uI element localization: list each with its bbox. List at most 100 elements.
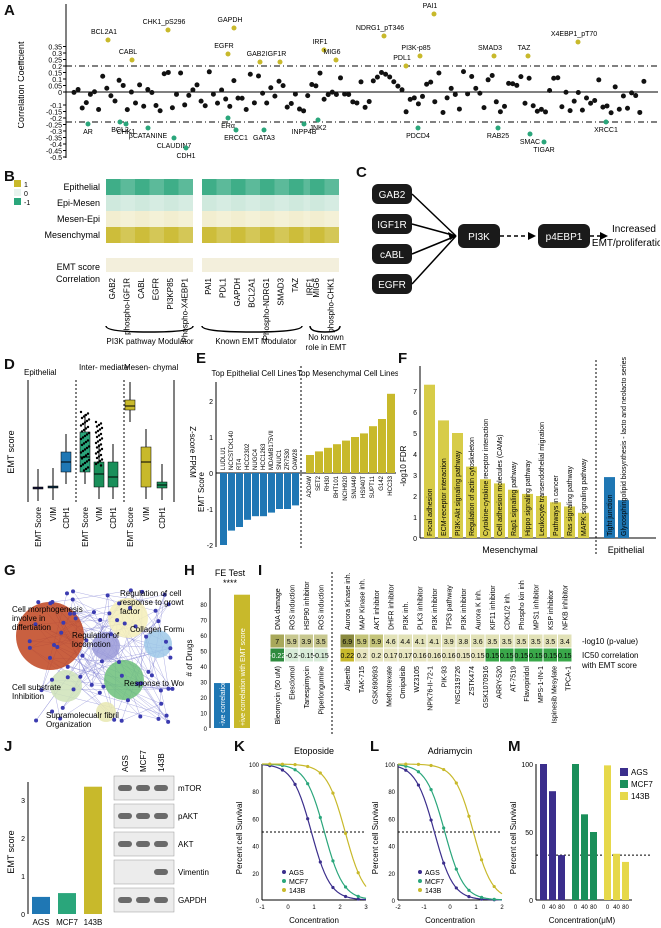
a-point [231, 78, 237, 84]
f-label-mesenchymal: Cell adhesion molecules (CAMs) [497, 434, 504, 536]
i-pval: 3.9 [444, 639, 454, 646]
m-xtick: 80 [558, 905, 565, 911]
a-neg-point [183, 145, 189, 151]
a-point [428, 79, 434, 85]
a-point [551, 75, 557, 81]
g-cluster-label: Cell morphogenesis [12, 605, 83, 614]
a-point [366, 99, 372, 105]
a-point [206, 69, 212, 75]
g-cluster-label: response to growth [120, 598, 184, 607]
b-cell [135, 211, 150, 227]
g-cluster-label: Supramolecualr fibril [46, 711, 119, 720]
a-pos-label: TAZ [518, 45, 531, 52]
i-target: MPS1 inhibitor [534, 584, 541, 630]
i-drug: Bleomycin (50 uM) [275, 666, 282, 724]
b-cell [274, 227, 289, 243]
a-point [71, 89, 77, 95]
c-input-label: EGFR [378, 280, 406, 291]
a-ytick: 0.2 [52, 64, 62, 71]
i-drug: Flavopiridol [524, 666, 531, 702]
f-bar-mesenchymal [452, 433, 463, 538]
curve-line [397, 763, 503, 895]
curve-line [397, 764, 503, 901]
b-cell [310, 211, 325, 227]
panel-label-c: C [356, 164, 367, 181]
curve-point [429, 763, 433, 768]
b-col-label: MIG6 [312, 277, 321, 297]
curve-ytick: 20 [388, 872, 395, 878]
e-bar-mesenchymal [333, 444, 341, 473]
a-point [83, 100, 89, 106]
g-cluster [96, 702, 116, 722]
d-xlabel: EMT Score [34, 506, 43, 546]
a-point [100, 73, 106, 79]
a-point [235, 95, 241, 101]
b-cell [324, 227, 339, 243]
curve-point [318, 771, 322, 775]
curve-point [416, 770, 421, 774]
i-pval: 4.1 [415, 639, 425, 646]
i-pval: 3.5 [487, 639, 497, 646]
a-pos-label: IGF1R [266, 51, 287, 58]
a-point [137, 82, 143, 88]
i-corr: 0.15 [543, 653, 557, 660]
h-bar-label: -ive correlation with EMT score [220, 630, 227, 726]
curve-point [306, 817, 310, 821]
i-corr-cell [557, 647, 573, 663]
a-ylabel: Correlation Coeffcient [18, 41, 26, 128]
curve-point [479, 858, 484, 862]
a-neg-label: βCATANINE [129, 133, 168, 140]
b-cell [216, 195, 231, 211]
m-ytick: 50 [525, 830, 533, 837]
i-drug: ZSTK474 [469, 666, 476, 696]
a-point [182, 102, 188, 108]
b-cell [245, 195, 260, 211]
a-point [370, 78, 376, 84]
a-point [579, 107, 585, 113]
i-corr: 0.15 [529, 653, 543, 660]
g-cluster-label: Response to Wounding [124, 679, 184, 688]
i-target: ROS induction [290, 585, 297, 630]
m-xtick: 80 [622, 905, 629, 911]
d-box [107, 461, 119, 488]
a-point [629, 90, 635, 96]
a-pos-point [381, 33, 387, 39]
f-label-mesenchymal: Cytokine-cytokine receptor interaction [483, 419, 490, 536]
a-point [608, 110, 614, 116]
i-corr: 0.15 [500, 653, 514, 660]
curve-line [261, 764, 367, 901]
curve-point [306, 782, 310, 786]
m-xtick: 0 [542, 905, 546, 911]
a-point [489, 73, 495, 79]
i-row-label-corr-2: with EMT score [581, 661, 638, 670]
a-point [465, 91, 471, 97]
a-point [309, 81, 315, 87]
curve-legend: 143B [289, 888, 306, 895]
d-xlabel: VIM [142, 507, 151, 522]
f-ytick: 2 [413, 494, 417, 501]
a-pos-label: MIG6 [323, 49, 340, 56]
a-point [243, 106, 249, 112]
i-target: ROS induction [319, 585, 326, 630]
a-point [374, 74, 380, 80]
b-col-label: TAZ [291, 278, 300, 293]
e-title-left: Top Epithelial Cell Lines [212, 369, 297, 378]
a-ytick: -0.15 [46, 110, 62, 117]
b-score-label: EMT score [57, 262, 100, 272]
i-drug: Omipalisib [400, 666, 407, 699]
a-ytick: -0.45 [46, 149, 62, 156]
b-legend-1: 1 [24, 182, 28, 189]
a-neg-label: JNK2 [309, 125, 326, 132]
b-col-label: PDL1 [219, 277, 228, 298]
i-corr: 0.15 [514, 653, 528, 660]
a-point [112, 98, 118, 104]
curve-ytick: 100 [385, 763, 396, 769]
panel-label-a: A [4, 2, 15, 19]
g-cluster-label: Collagen Formation [130, 625, 184, 634]
a-point [596, 77, 602, 83]
b-cell [135, 195, 150, 211]
curve-point [454, 867, 458, 871]
